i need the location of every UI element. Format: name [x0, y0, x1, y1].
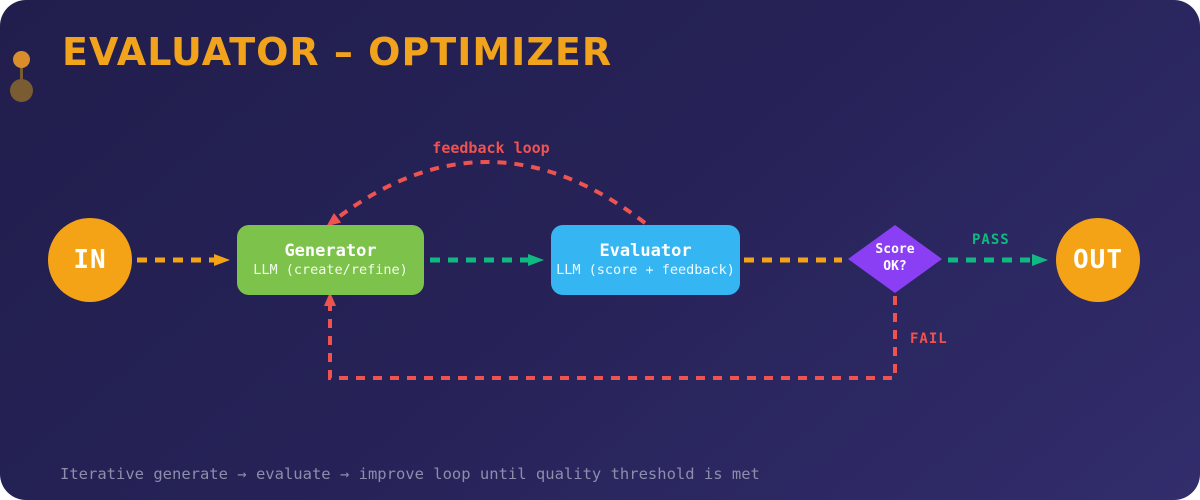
connector-dot-top	[13, 51, 30, 68]
evaluator-title: Evaluator	[599, 241, 692, 262]
feedback-loop-label: feedback loop	[432, 139, 550, 157]
node-generator: Generator LLM (create/refine)	[237, 225, 424, 295]
edge-fail-loop	[324, 292, 897, 380]
connector-stem	[20, 60, 23, 90]
generator-subtitle: LLM (create/refine)	[253, 262, 408, 279]
node-decision-diamond: Score OK?	[848, 225, 942, 293]
node-out: OUT	[1056, 218, 1140, 302]
node-in: IN	[48, 218, 132, 302]
fail-label: FAIL	[910, 331, 948, 347]
pass-label: PASS	[972, 232, 1010, 248]
node-out-label: OUT	[1073, 245, 1123, 275]
connector-dots-icon	[10, 50, 34, 102]
page-title: EVALUATOR – OPTIMIZER	[62, 30, 613, 74]
evaluator-subtitle: LLM (score + feedback)	[556, 262, 735, 279]
connector-dot-bottom	[10, 79, 33, 102]
node-in-label: IN	[73, 245, 107, 275]
decision-label: Score OK?	[875, 242, 915, 274]
node-evaluator: Evaluator LLM (score + feedback)	[551, 225, 740, 295]
diagram-caption: Iterative generate → evaluate → improve …	[60, 465, 760, 483]
generator-title: Generator	[284, 241, 377, 262]
edge-feedback-loop	[326, 160, 647, 227]
